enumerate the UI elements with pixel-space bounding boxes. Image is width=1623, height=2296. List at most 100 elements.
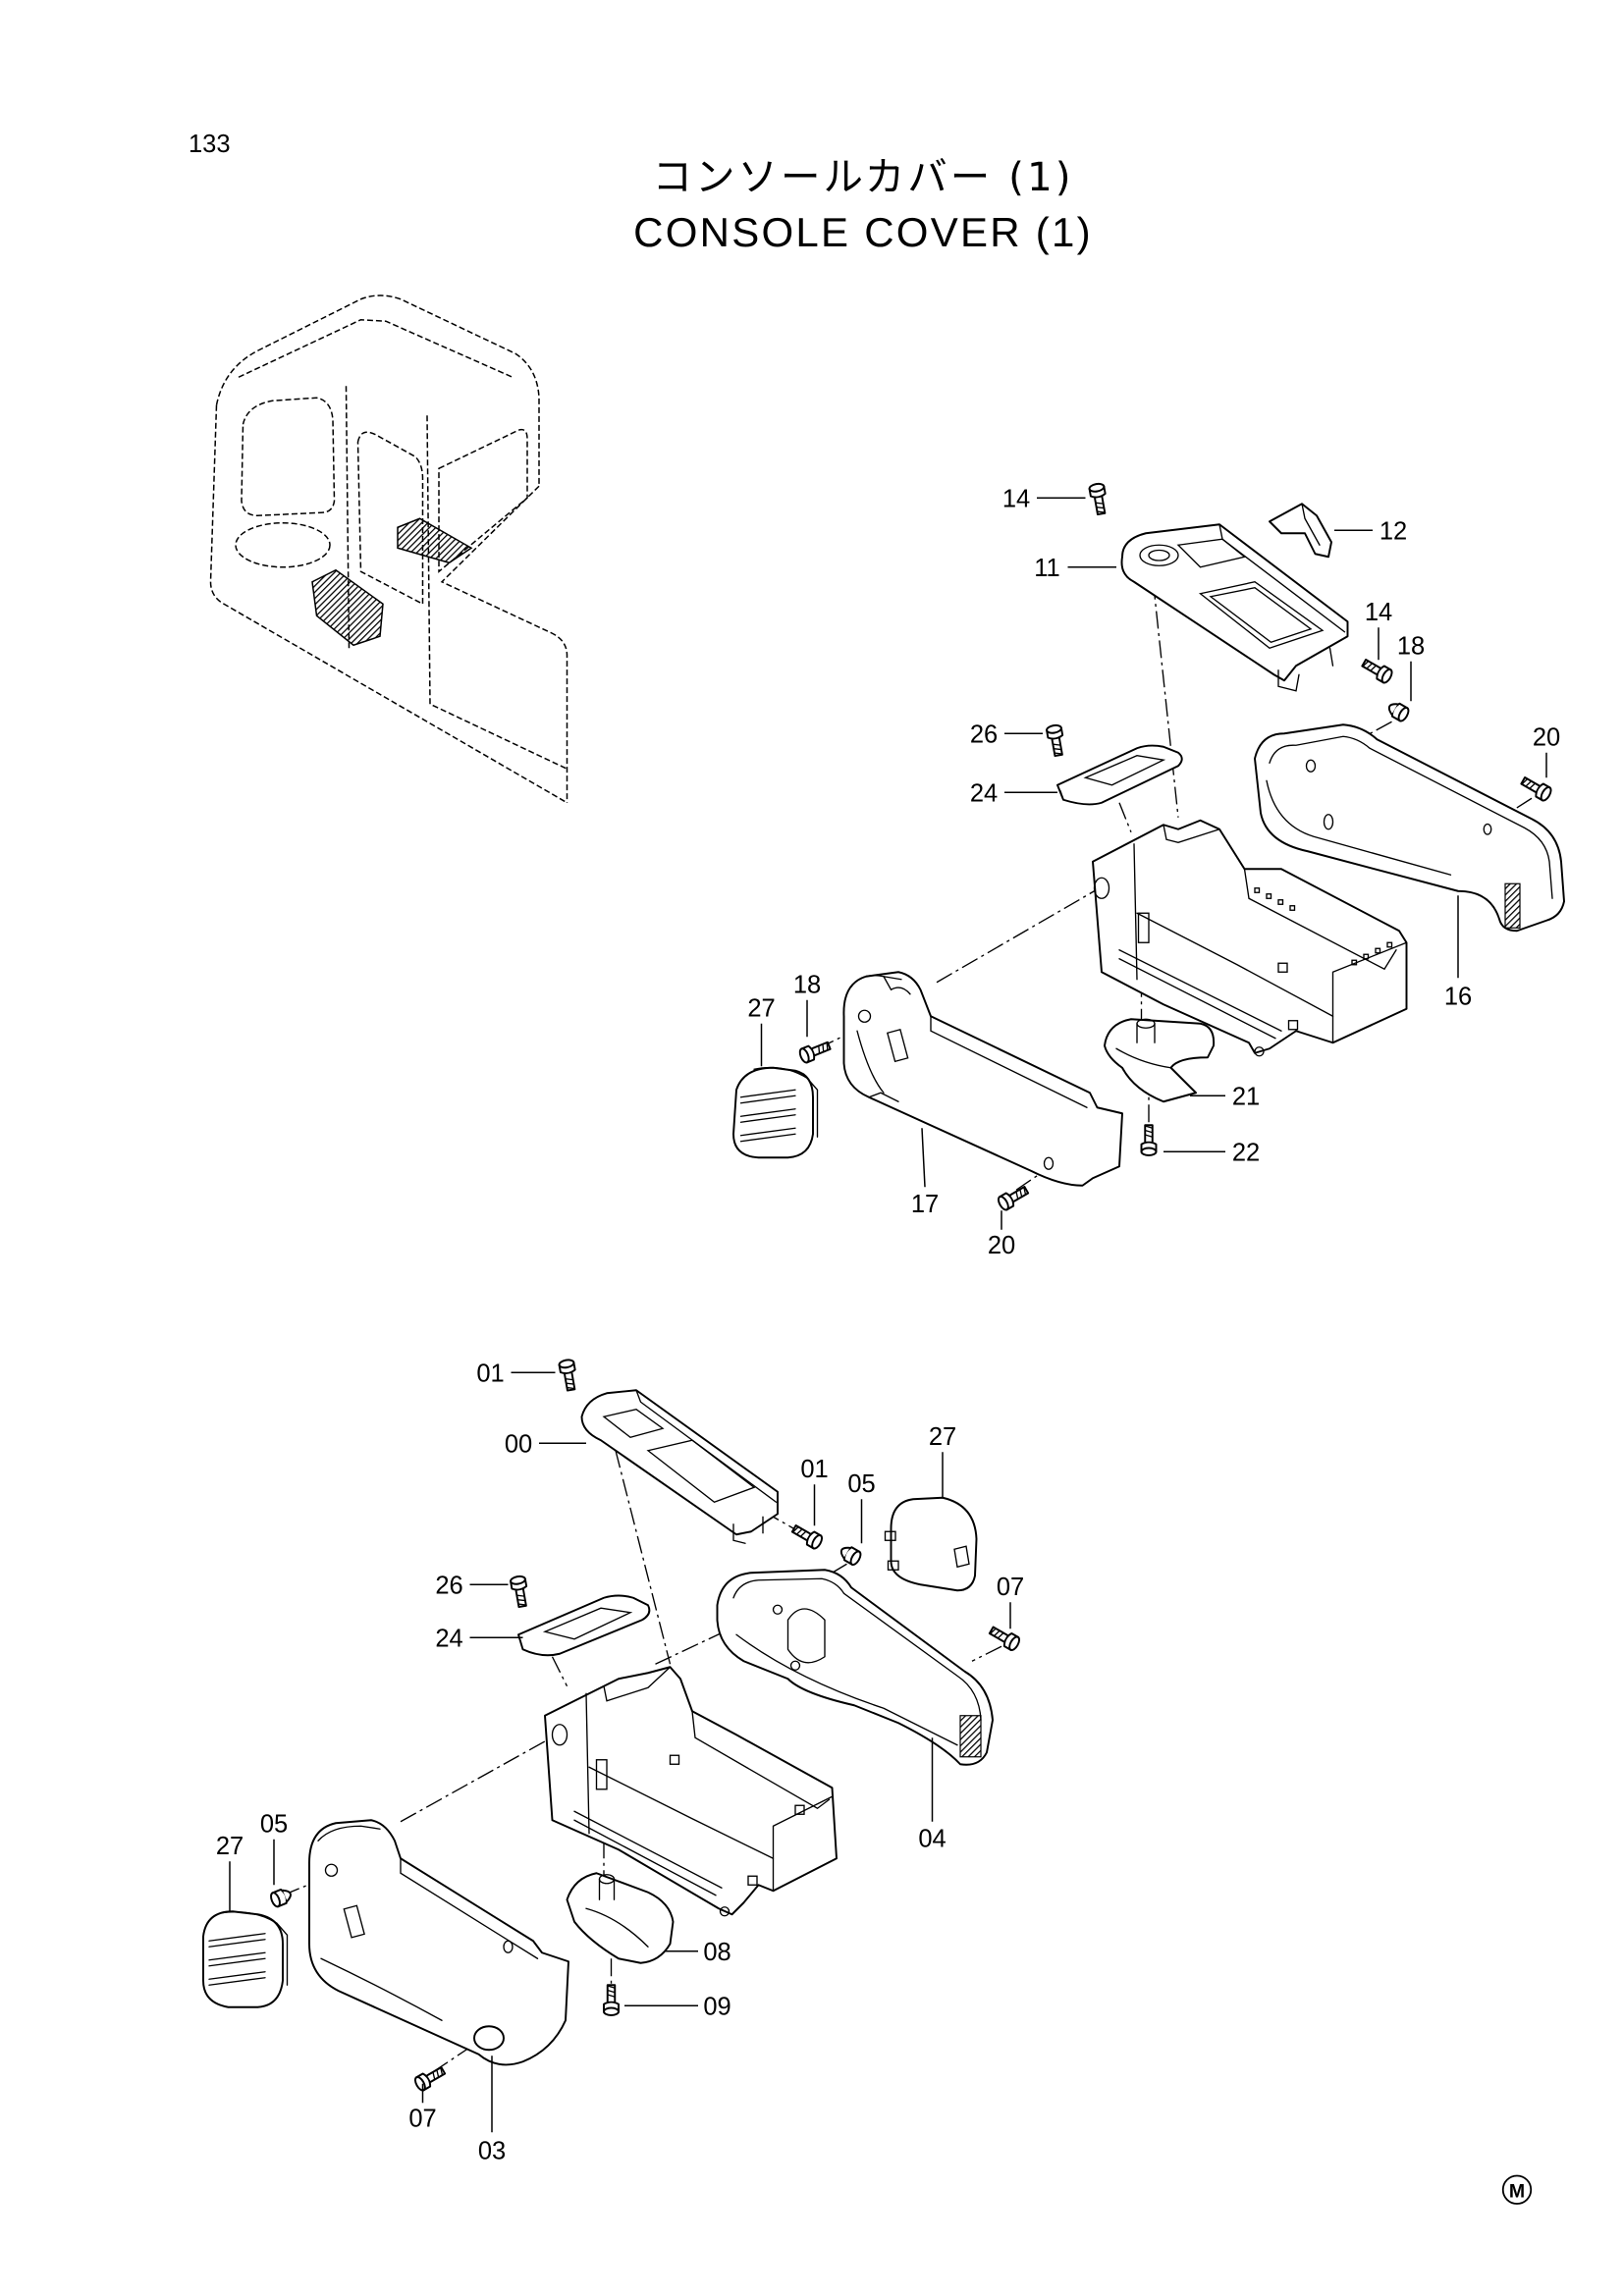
svg-text:18: 18 [793, 971, 821, 998]
callout-upper-18-left: 18 [793, 971, 821, 1038]
part-01-screw-top [557, 1358, 580, 1393]
lower-assembly: 01 00 27 01 05 26 07 24 04 27 05 08 09 0… [202, 1358, 1024, 2164]
part-26-screw-upper [1045, 722, 1067, 758]
svg-text:22: 22 [1232, 1139, 1260, 1166]
part-01-screw-right [788, 1521, 826, 1552]
part-20-screw-bottom [995, 1182, 1032, 1213]
upper-base-perforations [1254, 887, 1393, 966]
callout-lower-05-left: 05 [260, 1810, 288, 1886]
part-14-screw-top [1087, 481, 1110, 516]
callout-upper-24: 24 [970, 779, 1057, 807]
part-24-gasket-upper [1056, 744, 1183, 806]
upper-console-base [1092, 819, 1408, 1057]
svg-text:05: 05 [847, 1470, 875, 1498]
part-16-hatched-edge [1504, 882, 1521, 929]
callout-lower-05-right: 05 [847, 1470, 876, 1544]
cab-console-highlight-right [397, 517, 473, 564]
part-09-screw [603, 1984, 620, 2016]
svg-text:M: M [1509, 2180, 1525, 2202]
callout-upper-12: 12 [1334, 517, 1407, 545]
svg-text:24: 24 [970, 779, 998, 807]
part-08-lower-cover [566, 1872, 675, 1964]
svg-text:00: 00 [505, 1430, 532, 1458]
part-16-right-side-cover [1254, 723, 1565, 933]
part-04-right-side-cover [716, 1569, 994, 1766]
svg-text:26: 26 [970, 721, 998, 748]
callout-upper-16: 16 [1444, 895, 1472, 1010]
part-04-hatched-edge [959, 1715, 982, 1758]
callout-upper-14-top: 14 [1002, 485, 1086, 512]
svg-text:27: 27 [929, 1423, 956, 1451]
page-number: 133 [189, 131, 231, 158]
svg-text:07: 07 [997, 1574, 1024, 1601]
callout-lower-24: 24 [435, 1625, 523, 1652]
svg-text:18: 18 [1397, 632, 1425, 660]
part-07-screw-right [986, 1623, 1023, 1653]
callout-upper-11: 11 [1034, 555, 1116, 582]
callout-upper-27: 27 [747, 994, 776, 1067]
svg-text:08: 08 [703, 1939, 730, 1966]
callout-lower-27-right: 27 [929, 1423, 956, 1498]
callout-lower-07-right: 07 [997, 1574, 1024, 1629]
svg-text:09: 09 [703, 1993, 730, 2020]
svg-text:01: 01 [800, 1456, 828, 1483]
svg-text:14: 14 [1002, 485, 1030, 512]
callout-lower-04: 04 [918, 1737, 947, 1852]
part-05-screw-left [268, 1886, 295, 1909]
page-title-japanese: コンソールカバー (1) [652, 153, 1073, 200]
part-18-cap-nut-right [1384, 699, 1412, 724]
part-11-top-cover [1120, 523, 1349, 692]
svg-text:14: 14 [1365, 599, 1392, 626]
page-title-english: CONSOLE COVER (1) [633, 209, 1093, 255]
callout-lower-08: 08 [666, 1939, 731, 1966]
lower-console-base [544, 1666, 838, 1917]
svg-text:07: 07 [408, 2105, 436, 2132]
svg-text:01: 01 [476, 1360, 504, 1387]
part-18-screw-left [796, 1038, 834, 1065]
part-12-bracket [1269, 503, 1332, 559]
svg-text:27: 27 [216, 1833, 243, 1860]
part-20-screw-right [1518, 773, 1554, 804]
cab-location-view [209, 294, 568, 804]
upper-assembly: 14 12 11 14 18 26 20 24 16 18 27 21 22 1… [732, 481, 1565, 1259]
part-21-lower-cover [1104, 1018, 1216, 1103]
part-05-screw-right [837, 1542, 864, 1568]
callout-lower-07-bottom: 07 [408, 2083, 437, 2132]
callout-upper-21: 21 [1190, 1083, 1260, 1110]
svg-text:11: 11 [1034, 555, 1059, 582]
svg-text:04: 04 [918, 1825, 946, 1852]
circled-m-mark: M [1501, 2174, 1533, 2205]
svg-text:17: 17 [911, 1191, 939, 1218]
part-07-screw-bottom [411, 2062, 449, 2094]
svg-text:20: 20 [988, 1232, 1015, 1259]
part-00-top-cover [580, 1389, 779, 1544]
svg-text:03: 03 [478, 2137, 506, 2164]
svg-text:21: 21 [1232, 1083, 1260, 1110]
svg-text:16: 16 [1444, 983, 1472, 1010]
callout-upper-17: 17 [911, 1128, 939, 1218]
part-27-cap-lower-right [884, 1496, 978, 1592]
part-03-left-side-cover [308, 1819, 569, 2066]
callout-upper-14-right: 14 [1365, 599, 1392, 661]
callout-lower-26: 26 [435, 1572, 509, 1599]
svg-text:05: 05 [260, 1810, 288, 1838]
svg-text:20: 20 [1533, 723, 1560, 751]
part-27-cap-upper [732, 1066, 819, 1159]
svg-text:27: 27 [747, 994, 775, 1022]
svg-text:12: 12 [1380, 517, 1407, 545]
callout-upper-20-bottom: 20 [988, 1210, 1015, 1259]
callout-lower-00: 00 [505, 1430, 586, 1458]
callout-upper-26: 26 [970, 721, 1043, 748]
svg-text:24: 24 [435, 1625, 462, 1652]
callout-lower-27-left: 27 [216, 1833, 243, 1912]
svg-text:26: 26 [435, 1572, 462, 1599]
part-22-screw [1140, 1124, 1158, 1156]
callout-lower-09: 09 [624, 1993, 731, 2020]
callout-lower-01-top: 01 [476, 1360, 556, 1387]
callout-upper-18-right: 18 [1397, 632, 1425, 702]
cab-console-highlight-left [311, 568, 384, 647]
part-26-screw-lower [509, 1574, 531, 1609]
part-27-cap-lower-left [202, 1910, 289, 2008]
callout-upper-20-right: 20 [1533, 723, 1560, 778]
